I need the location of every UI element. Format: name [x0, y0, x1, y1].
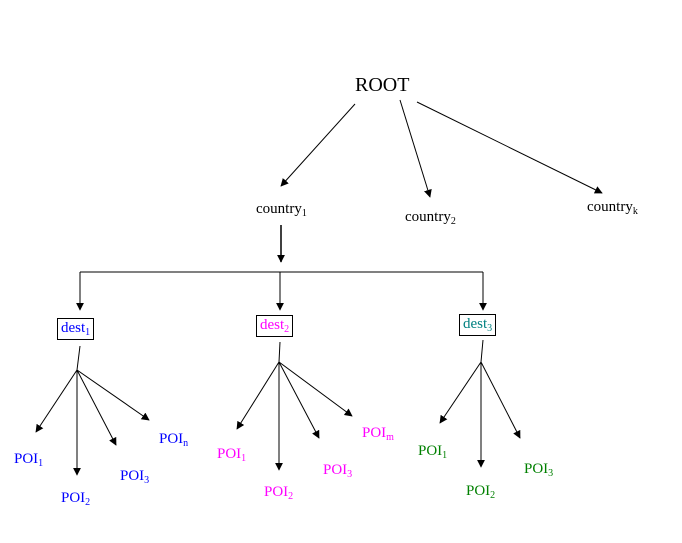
poi-subscript: n: [183, 438, 189, 449]
edge-root-country-1: [280, 103, 356, 187]
poi-subscript: 2: [85, 497, 91, 508]
edge-dest-1-poi-n: [76, 369, 150, 421]
poi-1-1: POI1: [14, 451, 44, 469]
poi-subscript: 3: [144, 475, 150, 486]
dest-3-subscript: 3: [487, 323, 493, 334]
country-node-k: countryk: [587, 199, 638, 217]
dest-3-label: dest: [463, 316, 488, 332]
root-node: ROOT: [355, 75, 409, 95]
dest-node-3: dest3: [459, 314, 497, 336]
poi-1-3: POI3: [120, 468, 150, 486]
dest-node-2: dest2: [256, 315, 294, 337]
poi-label: POI: [61, 490, 86, 506]
poi-subscript: 2: [288, 491, 294, 502]
poi-2-1: POI1: [217, 446, 247, 464]
poi-subscript: 1: [38, 458, 44, 469]
poi-subscript: 1: [241, 453, 247, 464]
poi-label: POI: [466, 483, 491, 499]
poi-label: POI: [14, 451, 39, 467]
poi-subscript: 3: [548, 468, 554, 479]
dest-2-label: dest: [260, 317, 285, 333]
edge-root-country-k: [416, 101, 603, 194]
poi-subscript: m: [386, 432, 394, 443]
poi-label: POI: [264, 484, 289, 500]
poi-label: POI: [418, 443, 443, 459]
poi-label: POI: [120, 468, 145, 484]
dest-1-subscript: 1: [85, 327, 91, 338]
poi-3-2: POI2: [466, 483, 496, 501]
poi-subscript: 3: [347, 469, 353, 480]
edge-root-country-2: [399, 99, 432, 198]
country-1-subscript: 1: [301, 208, 307, 219]
country-2-subscript: 2: [450, 216, 456, 227]
poi-3-1: POI1: [418, 443, 448, 461]
country-node-2: country2: [405, 209, 456, 227]
poi-label: POI: [323, 462, 348, 478]
poi-subscript: 1: [442, 450, 448, 461]
country-2-label: country: [405, 209, 451, 225]
poi-3-3: POI3: [524, 461, 554, 479]
poi-label: POI: [217, 446, 242, 462]
country-1-label: country: [256, 201, 302, 217]
edge-dest-3-poi-1: [439, 361, 482, 424]
poi-2-3: POI3: [323, 462, 353, 480]
dest-node-1: dest1: [57, 318, 95, 340]
poi-subscript: 2: [490, 490, 496, 501]
poi-label: POI: [524, 461, 549, 477]
poi-1-2: POI2: [61, 490, 91, 508]
root-label: ROOT: [355, 74, 410, 96]
edge-dest-3-stem: [480, 339, 484, 363]
edge-dest-2-poi-m: [278, 361, 353, 417]
country-k-subscript: k: [632, 206, 638, 217]
poi-label: POI: [159, 431, 184, 447]
edge-dest-3-poi-3: [480, 361, 521, 439]
dest-2-subscript: 2: [284, 324, 290, 335]
poi-2-2: POI2: [264, 484, 294, 502]
edge-dest-1-stem: [76, 345, 81, 371]
edge-dest-1-poi-1: [35, 369, 78, 433]
dest-1-label: dest: [61, 320, 86, 336]
edge-dest-2-poi-1: [236, 361, 280, 430]
edge-dest-1-poi-3: [76, 369, 117, 446]
edge-dest-2-stem: [278, 341, 281, 363]
country-k-label: country: [587, 199, 633, 215]
country-node-1: country1: [256, 201, 307, 219]
edge-dest-2-poi-3: [278, 361, 320, 439]
poi-2-m: POIm: [362, 425, 394, 443]
poi-1-n: POIn: [159, 431, 189, 449]
poi-label: POI: [362, 425, 387, 441]
